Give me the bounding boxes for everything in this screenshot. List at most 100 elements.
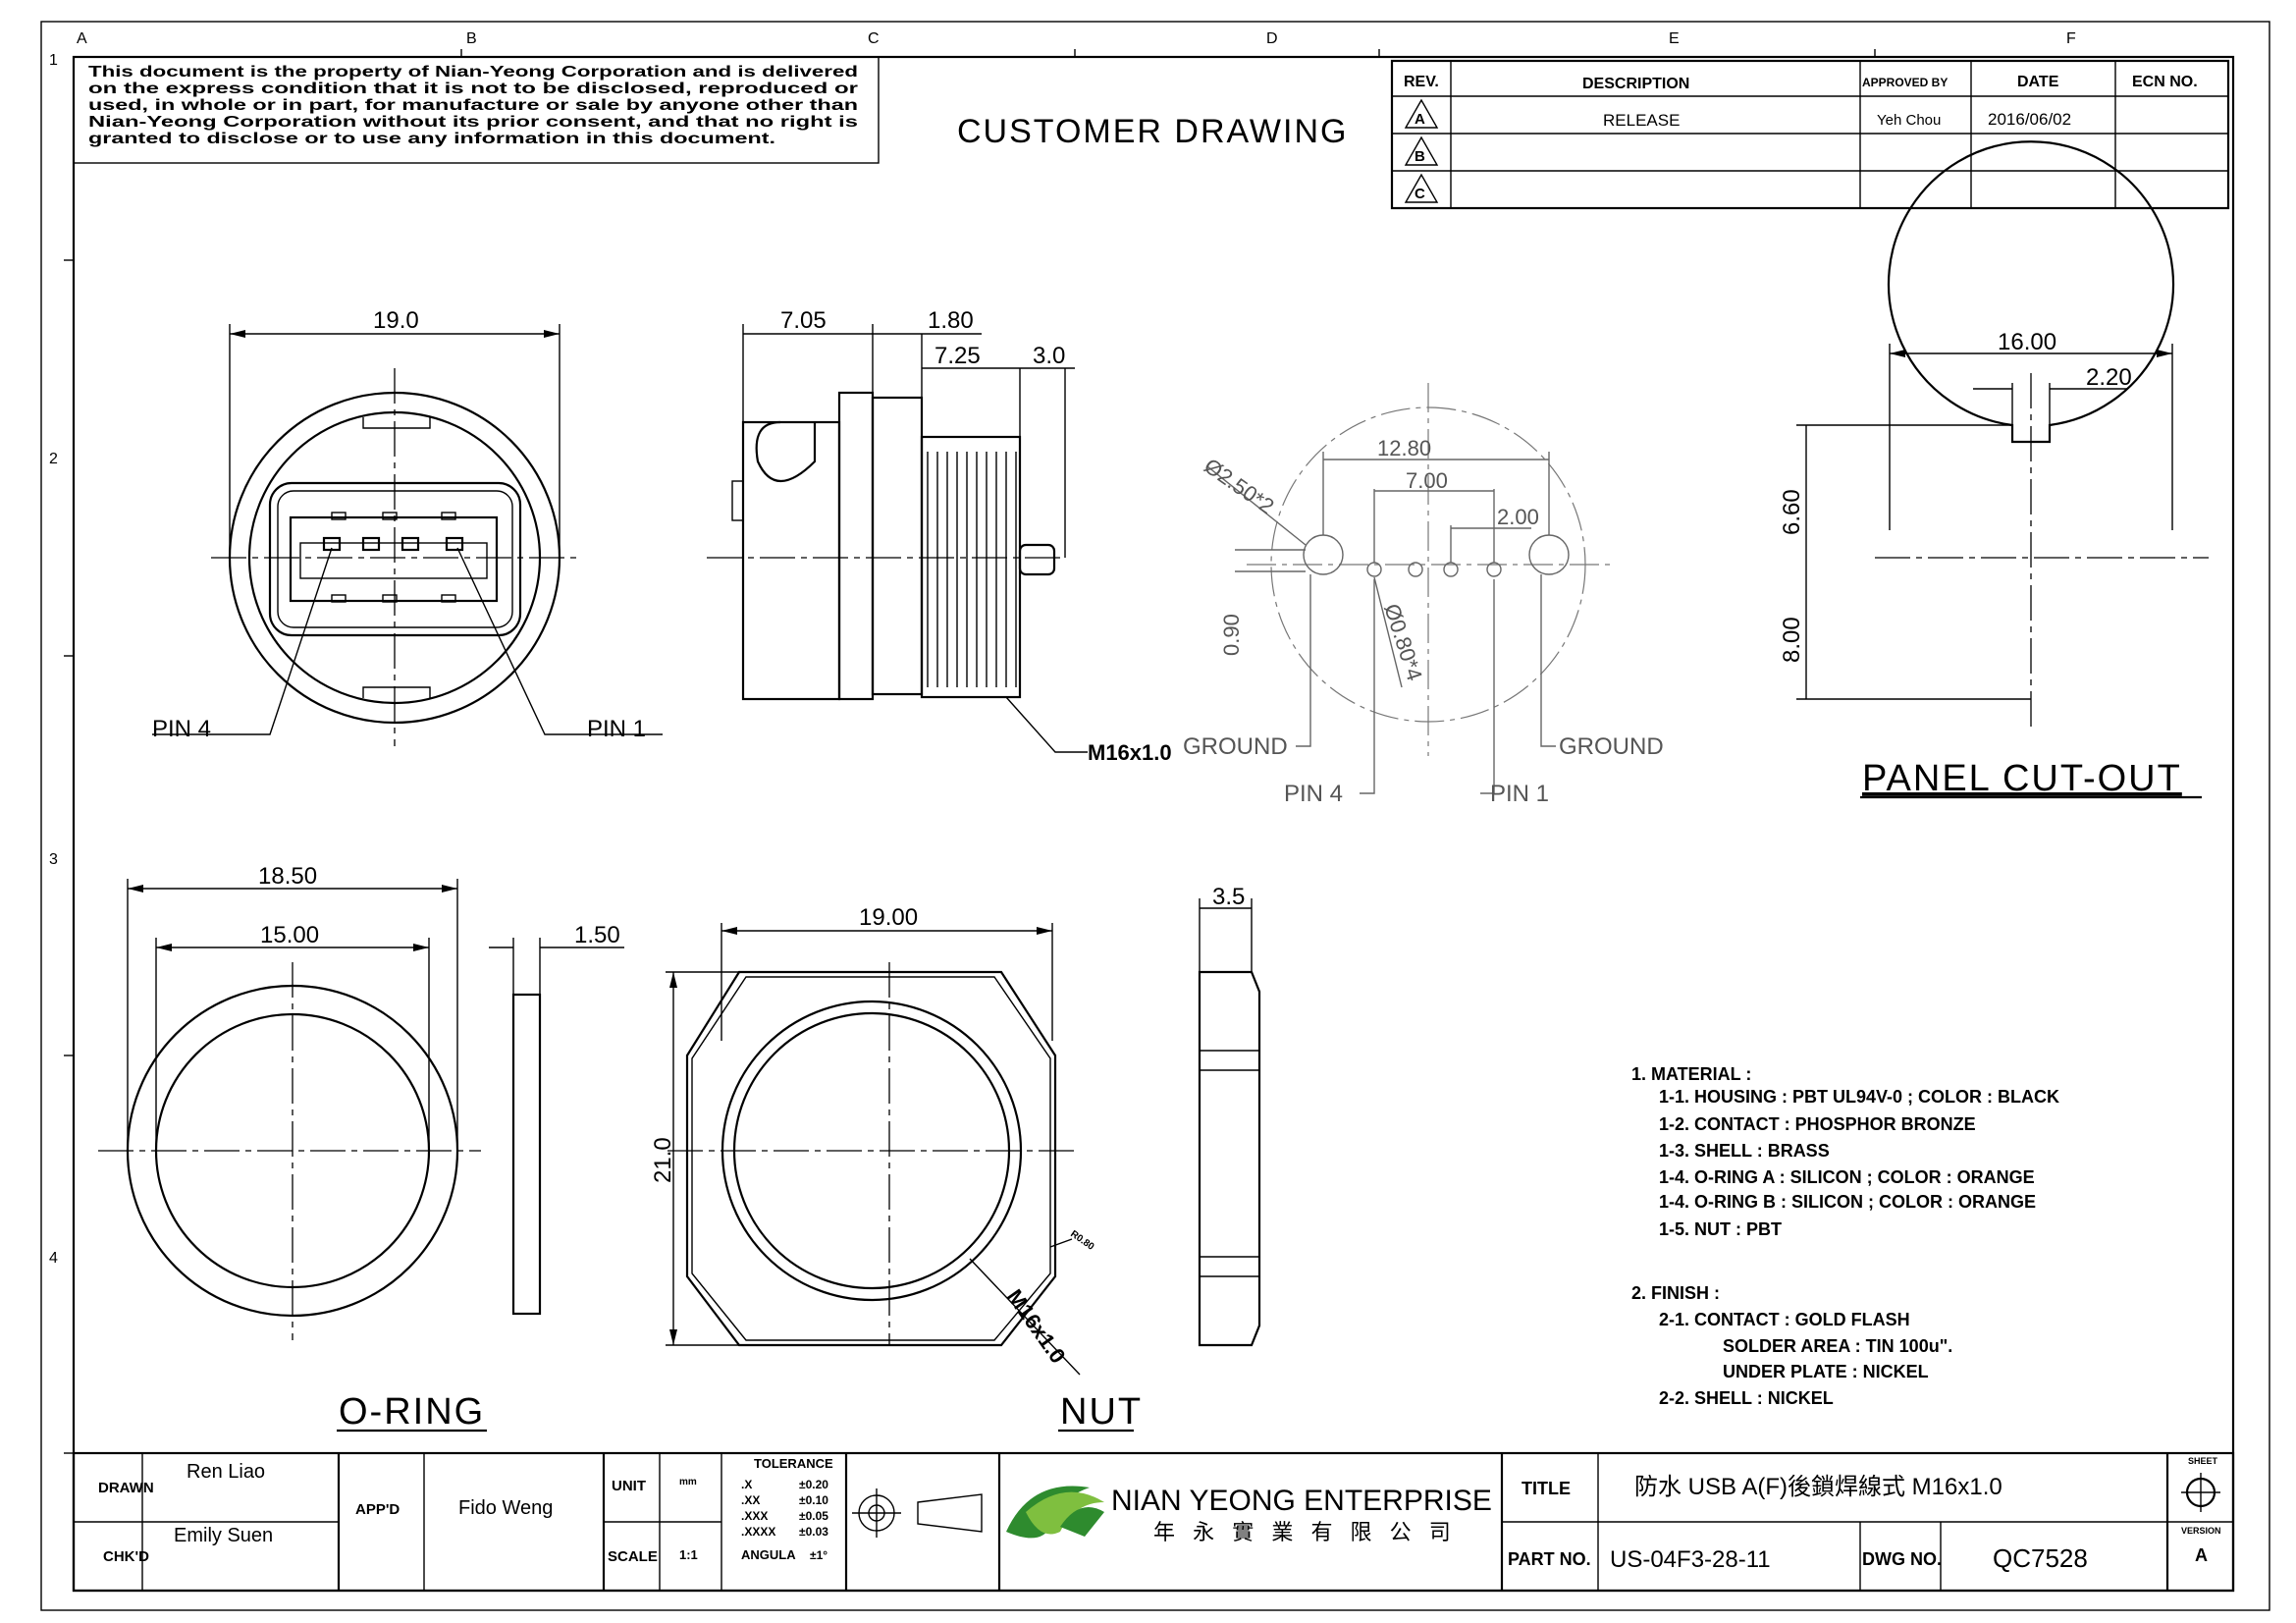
dim-nut-height: 21.0 — [650, 1137, 676, 1183]
revision-table: REV. DESCRIPTION APPROVED BY DATE ECN NO… — [1390, 59, 2230, 210]
sheet-label: SHEET — [2188, 1456, 2218, 1466]
tol-key: .XXX — [741, 1509, 768, 1523]
tol-value: ±0.20 — [799, 1478, 828, 1491]
title-label: TITLE — [1522, 1479, 1571, 1498]
note-line: 1-2. CONTACT : PHOSPHOR BRONZE — [1659, 1114, 1976, 1134]
side-view — [707, 324, 1088, 753]
nian-yeong-logo-icon — [1006, 1486, 1104, 1539]
side-thread-label: M16x1.0 — [1088, 740, 1172, 765]
notice-line: This document is the property of Nian-Ye… — [88, 64, 858, 81]
scale-label: SCALE — [608, 1548, 658, 1565]
note-line: 1-4. O-RING A : SILICON ; COLOR : ORANGE — [1659, 1167, 2035, 1187]
projection-cone-icon — [917, 1493, 983, 1533]
notice-line: on the express condition that it is not … — [88, 81, 858, 97]
dim-side-a: 7.05 — [780, 307, 827, 334]
panel-cutout-view — [1796, 140, 2209, 727]
note-line: 1. MATERIAL : — [1631, 1064, 1751, 1084]
panel-cutout-label: PANEL CUT-OUT — [1862, 758, 2182, 799]
tol-key: .X — [741, 1478, 752, 1491]
dim-side-d: 3.0 — [1033, 343, 1065, 369]
rev-c: C — [1415, 186, 1425, 202]
drawn-label: DRAWN — [98, 1480, 154, 1496]
tol-value: ±0.03 — [799, 1525, 828, 1539]
rev-triangle-icon — [1404, 135, 1439, 166]
pcb-pin4-label: PIN 4 — [1284, 781, 1343, 807]
zone-row-2: 2 — [49, 451, 58, 467]
chkd-by: Emily Suen — [174, 1525, 273, 1546]
dwg-no-label: DWG NO. — [1862, 1549, 1942, 1569]
note-line: 1-3. SHELL : BRASS — [1659, 1141, 1830, 1161]
rev-a-approved: Yeh Chou — [1877, 112, 1941, 129]
zone-row-1: 1 — [49, 52, 58, 69]
dim-panel-top: 6.60 — [1779, 489, 1805, 535]
zone-ticks — [64, 49, 1876, 1454]
pcb-ground-right: GROUND — [1559, 733, 1664, 760]
o-ring-label: O-RING — [339, 1391, 485, 1433]
tol-key: .XXXX — [741, 1525, 775, 1539]
outer-border — [40, 21, 2270, 1611]
pcb-pin1-label: PIN 1 — [1490, 781, 1549, 807]
tol-value: ±1° — [810, 1548, 828, 1562]
note-line: SOLDER AREA : TIN 100u". — [1723, 1336, 1952, 1356]
nut-thread-label: M16x1.0 — [1002, 1285, 1071, 1368]
tol-key: .XX — [741, 1493, 760, 1507]
zone-col-f: F — [2066, 30, 2076, 47]
dim-pcb-offset: 0.90 — [1219, 614, 1244, 656]
notes-block: 1. MATERIAL : 1-1. HOUSING : PBT UL94V-0… — [1631, 1064, 2059, 1408]
zone-col-e: E — [1669, 30, 1680, 47]
front-pin4-label: PIN 4 — [152, 716, 211, 742]
unit-label: UNIT — [612, 1478, 646, 1494]
dim-nut-small: R0.80 — [1068, 1228, 1096, 1253]
drawing-title: CUSTOMER DRAWING — [957, 113, 1348, 150]
version-value: A — [2195, 1545, 2208, 1565]
dim-panel-key: 2.20 — [2086, 364, 2132, 391]
zone-row-4: 4 — [49, 1250, 58, 1267]
inner-border — [72, 55, 2235, 1593]
pcb-layout — [1206, 383, 1610, 794]
tol-value: ±0.10 — [799, 1493, 828, 1507]
zone-col-a: A — [77, 30, 87, 47]
dim-pcb-c: 2.00 — [1497, 505, 1539, 529]
note-line: 1-1. HOUSING : PBT UL94V-0 ; COLOR : BLA… — [1659, 1087, 2059, 1107]
scale-value: 1:1 — [679, 1547, 698, 1562]
dim-pcb-hole-large: Ø2.50*2 — [1200, 454, 1278, 519]
dim-oring-outer: 18.50 — [258, 863, 317, 890]
rev-header: REV. — [1404, 74, 1439, 90]
dim-panel-bottom: 8.00 — [1779, 617, 1805, 663]
tolerance-title: TOLERANCE — [754, 1456, 833, 1471]
tol-key: ANGULA — [741, 1547, 796, 1562]
notice-text: This document is the property of Nian-Ye… — [88, 64, 858, 147]
notice-line: used, in whole or in part, for manufactu… — [88, 97, 858, 114]
dim-side-b: 1.80 — [928, 307, 974, 334]
dim-pcb-b: 7.00 — [1406, 468, 1448, 493]
rev-a-date: 2016/06/02 — [1988, 110, 2071, 129]
part-no-value: US-04F3-28-11 — [1610, 1546, 1771, 1573]
zone-col-d: D — [1266, 30, 1278, 47]
zone-col-b: B — [466, 30, 477, 47]
dwg-no-value: QC7528 — [1993, 1543, 2088, 1573]
note-line: 2-1. CONTACT : GOLD FLASH — [1659, 1310, 1910, 1329]
chkd-label: CHK'D — [103, 1548, 149, 1565]
dim-pcb-a: 12.80 — [1377, 436, 1431, 460]
ecn-header: ECN NO. — [2132, 74, 2198, 90]
o-ring-view — [98, 879, 624, 1340]
note-line: 1-5. NUT : PBT — [1659, 1219, 1782, 1239]
notice-line: granted to disclose or to use any inform… — [88, 131, 775, 147]
rev-a: A — [1415, 111, 1425, 128]
note-line: 1-4. O-RING B : SILICON ; COLOR : ORANGE — [1659, 1192, 2036, 1212]
company-name-en: NIAN YEONG ENTERPRISE — [1111, 1485, 1492, 1517]
dim-oring-inner: 15.00 — [260, 922, 319, 948]
dim-pcb-hole-small: Ø0.80*4 — [1379, 601, 1427, 684]
approved-by-header: APPROVED BY — [1862, 76, 1948, 89]
unit-value: mm — [679, 1477, 697, 1488]
dim-nut-width: 19.00 — [859, 904, 918, 931]
dim-nut-thick: 3.5 — [1212, 884, 1245, 910]
notice-box — [73, 56, 880, 164]
front-view — [152, 324, 663, 746]
zone-col-c: C — [868, 30, 880, 47]
note-line: 2-2. SHELL : NICKEL — [1659, 1388, 1834, 1408]
nut-label: NUT — [1060, 1391, 1143, 1433]
appd-label: APP'D — [355, 1501, 400, 1518]
zone-row-3: 3 — [49, 851, 58, 868]
